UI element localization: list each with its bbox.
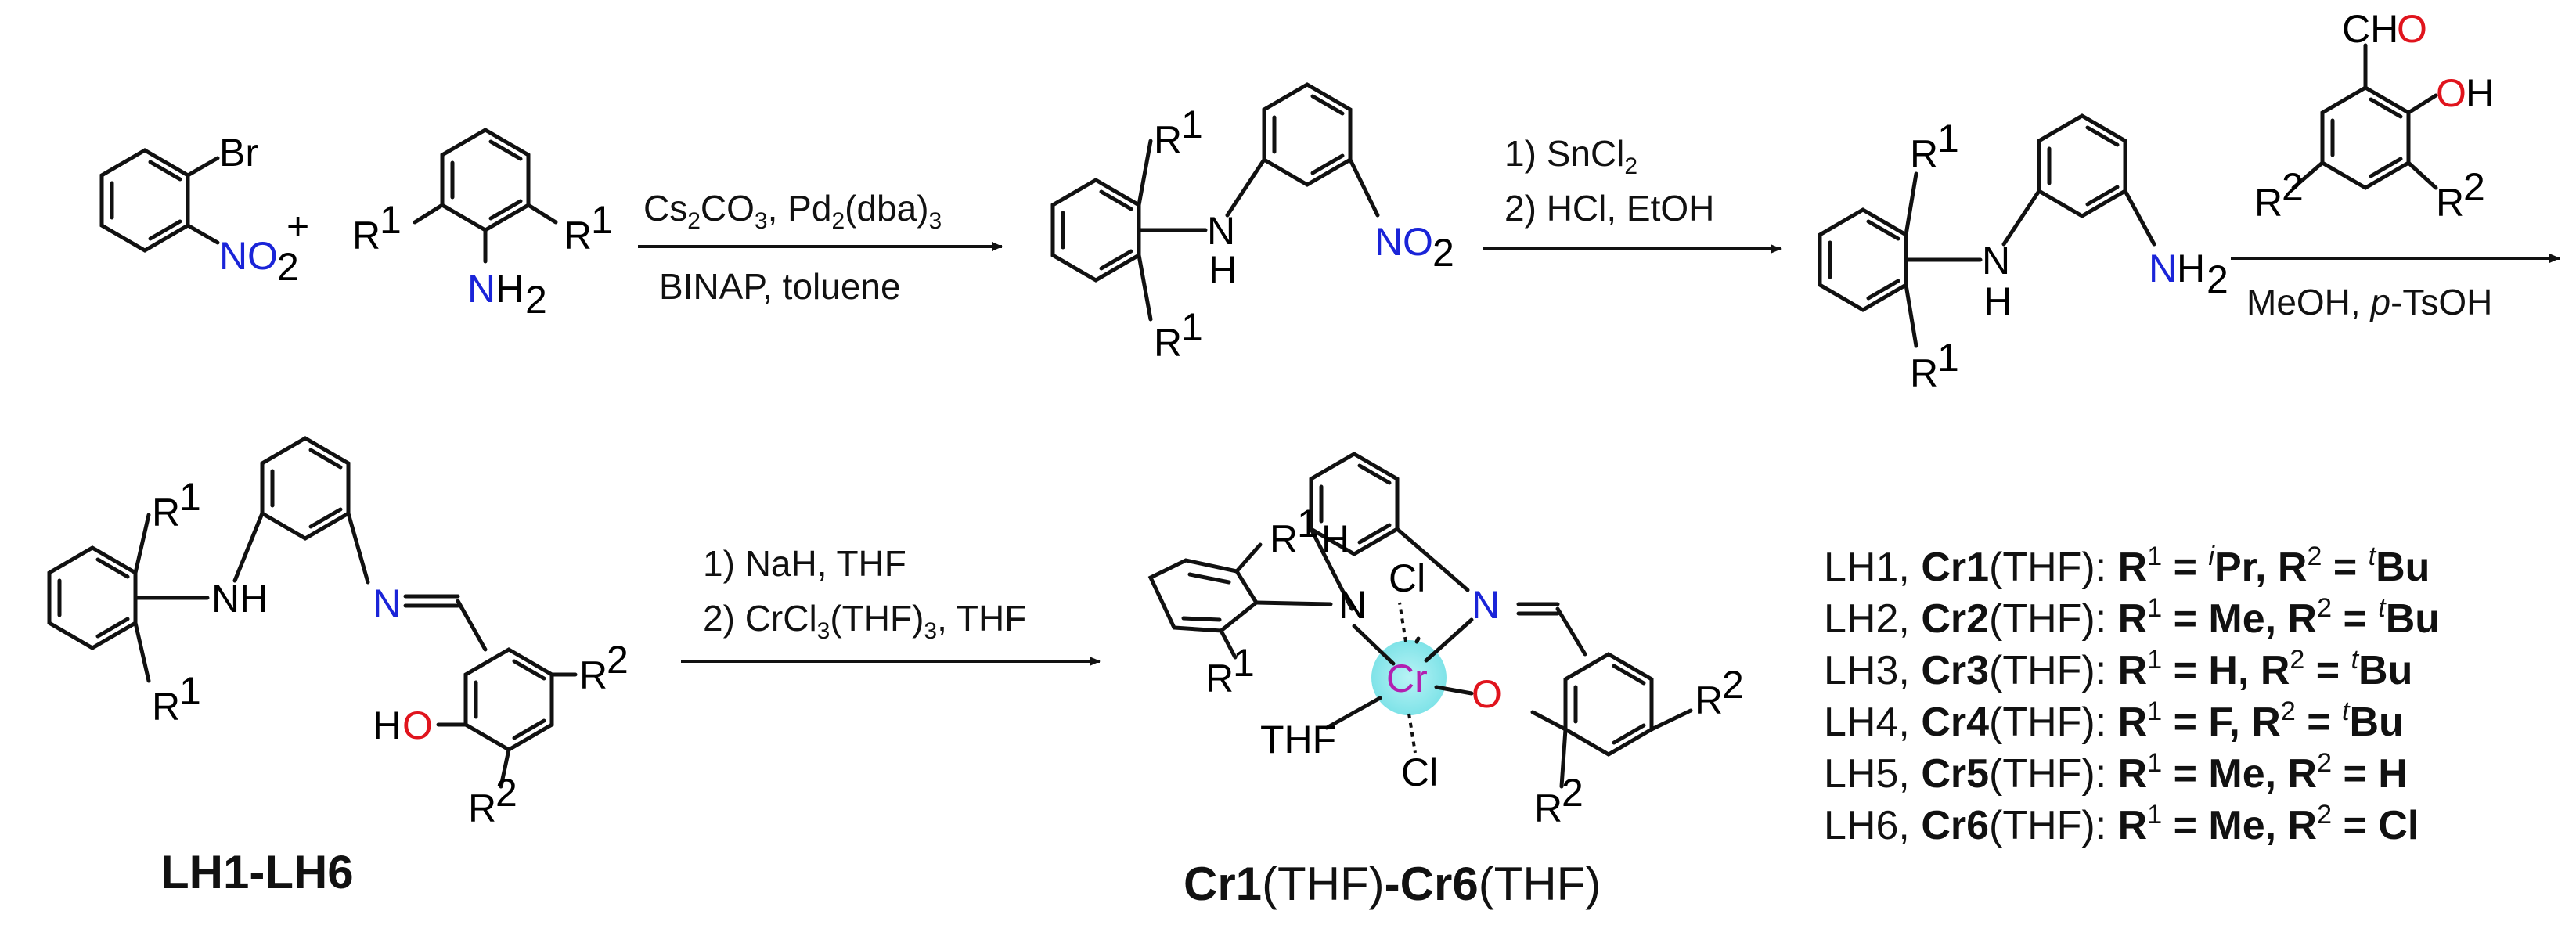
amine3-nitro-o: O bbox=[1403, 220, 1433, 264]
cr-imine-n: N bbox=[1472, 583, 1500, 627]
cr-r1-top-sup: 1 bbox=[1297, 502, 1319, 545]
lh-r1-top: R bbox=[152, 491, 180, 534]
cr-r2-bottom-sup: 2 bbox=[1562, 771, 1583, 815]
cr-amide-n: N bbox=[1338, 583, 1367, 627]
nitro-diarylamine bbox=[1050, 82, 1380, 322]
cr-cl-bottom: Cl bbox=[1401, 750, 1438, 794]
sal-r2-right: R bbox=[2436, 181, 2464, 225]
diamine-nh2-sub: 2 bbox=[2207, 257, 2228, 301]
phenol-h: H bbox=[2466, 71, 2494, 115]
amine3-r1-bottom-sup: 1 bbox=[1181, 305, 1203, 349]
cr-dashed-bonds bbox=[1398, 602, 1417, 754]
amine-subscript: 2 bbox=[525, 278, 547, 322]
lh-ho-h: H bbox=[373, 704, 401, 747]
amine3-r1-top: R bbox=[1154, 118, 1182, 162]
sal-r2-left: R bbox=[2254, 181, 2282, 225]
legend-row: LH2, Cr2(THF): R1 = Me, R2 = tBu bbox=[1824, 593, 2440, 642]
step2-line2: 2) HCl, EtOH bbox=[1504, 188, 1714, 229]
amine3-nh-n: N bbox=[1207, 209, 1235, 253]
diamine-r1-bottom-sup: 1 bbox=[1937, 336, 1959, 380]
aniline-ring bbox=[413, 128, 558, 264]
amine3-r1-top-sup: 1 bbox=[1181, 103, 1203, 146]
diamine-nh-n: N bbox=[1982, 239, 2010, 283]
br-label: Br bbox=[219, 131, 258, 175]
lh-r2-right: R bbox=[579, 653, 607, 697]
amine-n-label: N bbox=[467, 267, 495, 311]
legend-row: LH5, Cr5(THF): R1 = Me, R2 = H bbox=[1824, 748, 2408, 797]
cr-nh-h: H bbox=[1321, 517, 1349, 561]
amine3-nitro-n: N bbox=[1374, 220, 1403, 264]
diamine-nh-h: H bbox=[1983, 279, 2012, 323]
phenol-o: O bbox=[2436, 71, 2466, 115]
legend-row: LH4, Cr4(THF): R1 = F, R2 = tBu bbox=[1824, 696, 2404, 745]
salicylaldehyde bbox=[2291, 43, 2438, 190]
diamine-r1-top: R bbox=[1910, 132, 1938, 176]
legend-row: LH6, Cr6(THF): R1 = Me, R2 = Cl bbox=[1824, 800, 2419, 848]
step4-line1: 1) NaH, THF bbox=[703, 543, 906, 584]
cr-center: Cr bbox=[1386, 657, 1428, 700]
lh-nh: NH bbox=[211, 577, 268, 621]
amine3-nitro-sub: 2 bbox=[1432, 231, 1454, 275]
lh-r1-bottom-sup: 1 bbox=[179, 669, 201, 713]
ligand-lh bbox=[47, 436, 578, 789]
lh-ho-o: O bbox=[402, 704, 433, 747]
cr-r1-bottom-sup: 1 bbox=[1233, 641, 1255, 685]
cr-r2-right-sup: 2 bbox=[1722, 663, 1744, 707]
cho-o: O bbox=[2397, 7, 2427, 51]
step1-conditions-top: Cs2CO3, Pd2(dba)3 bbox=[643, 188, 942, 234]
diamine bbox=[1818, 113, 2156, 348]
aniline-r1-right-sup: 1 bbox=[591, 198, 613, 242]
lh-r2-bottom-sup: 2 bbox=[495, 771, 517, 815]
cho-ch: CH bbox=[2342, 7, 2398, 51]
cr-r1-bottom: R bbox=[1205, 657, 1234, 700]
cr-r2-right: R bbox=[1695, 678, 1723, 722]
chromium-complex bbox=[1147, 452, 1693, 789]
diamine-r1-bottom: R bbox=[1910, 351, 1938, 395]
cr-thf: THF bbox=[1260, 718, 1336, 761]
cr-r1-top: R bbox=[1270, 517, 1298, 561]
diamine-r1-top-sup: 1 bbox=[1937, 117, 1959, 160]
legend-row: LH3, Cr3(THF): R1 = H, R2 = tBu bbox=[1824, 645, 2412, 693]
sal-r2-right-sup: 2 bbox=[2463, 165, 2485, 209]
cr-cl-top: Cl bbox=[1389, 556, 1425, 600]
cr-phenoxide-o: O bbox=[1472, 672, 1502, 716]
aniline-r1-right: R bbox=[564, 214, 592, 257]
aniline-r1-left: R bbox=[352, 214, 380, 257]
lh-r1-top-sup: 1 bbox=[179, 475, 201, 519]
diamine-nh2-n: N bbox=[2149, 247, 2177, 290]
nitro-n-label: N bbox=[219, 234, 247, 278]
legend-row: LH1, Cr1(THF): R1 = iPr, R2 = tBu bbox=[1824, 542, 2430, 590]
amine3-r1-bottom: R bbox=[1154, 321, 1182, 365]
complex-series-label: Cr1(THF)-Cr6(THF) bbox=[1184, 858, 1601, 910]
ligand-series-label: LH1-LH6 bbox=[160, 846, 354, 898]
step4-line2: 2) CrCl3(THF)3, THF bbox=[703, 598, 1026, 644]
amine3-nh-h: H bbox=[1209, 248, 1237, 292]
step2-line1: 1) SnCl2 bbox=[1504, 133, 1637, 179]
sal-r2-left-sup: 2 bbox=[2282, 165, 2304, 209]
lh-r2-bottom: R bbox=[468, 786, 496, 830]
amine-h-label: H bbox=[495, 267, 524, 311]
lh-r2-right-sup: 2 bbox=[607, 638, 629, 682]
cr-r2-bottom: R bbox=[1534, 786, 1562, 830]
diamine-nh2-h: H bbox=[2177, 247, 2205, 290]
lh-r1-bottom: R bbox=[152, 685, 180, 729]
step1-conditions-bottom: BINAP, toluene bbox=[659, 266, 901, 307]
lh-imine-n: N bbox=[373, 581, 401, 625]
nitro-subscript: 2 bbox=[277, 245, 299, 289]
plus-sign: + bbox=[286, 204, 309, 248]
bromonitrobenzene bbox=[99, 148, 220, 253]
nitro-o-label: O bbox=[247, 234, 278, 278]
step3-conditions: MeOH, p-TsOH bbox=[2246, 282, 2492, 322]
aniline-r1-left-sup: 1 bbox=[380, 198, 402, 242]
